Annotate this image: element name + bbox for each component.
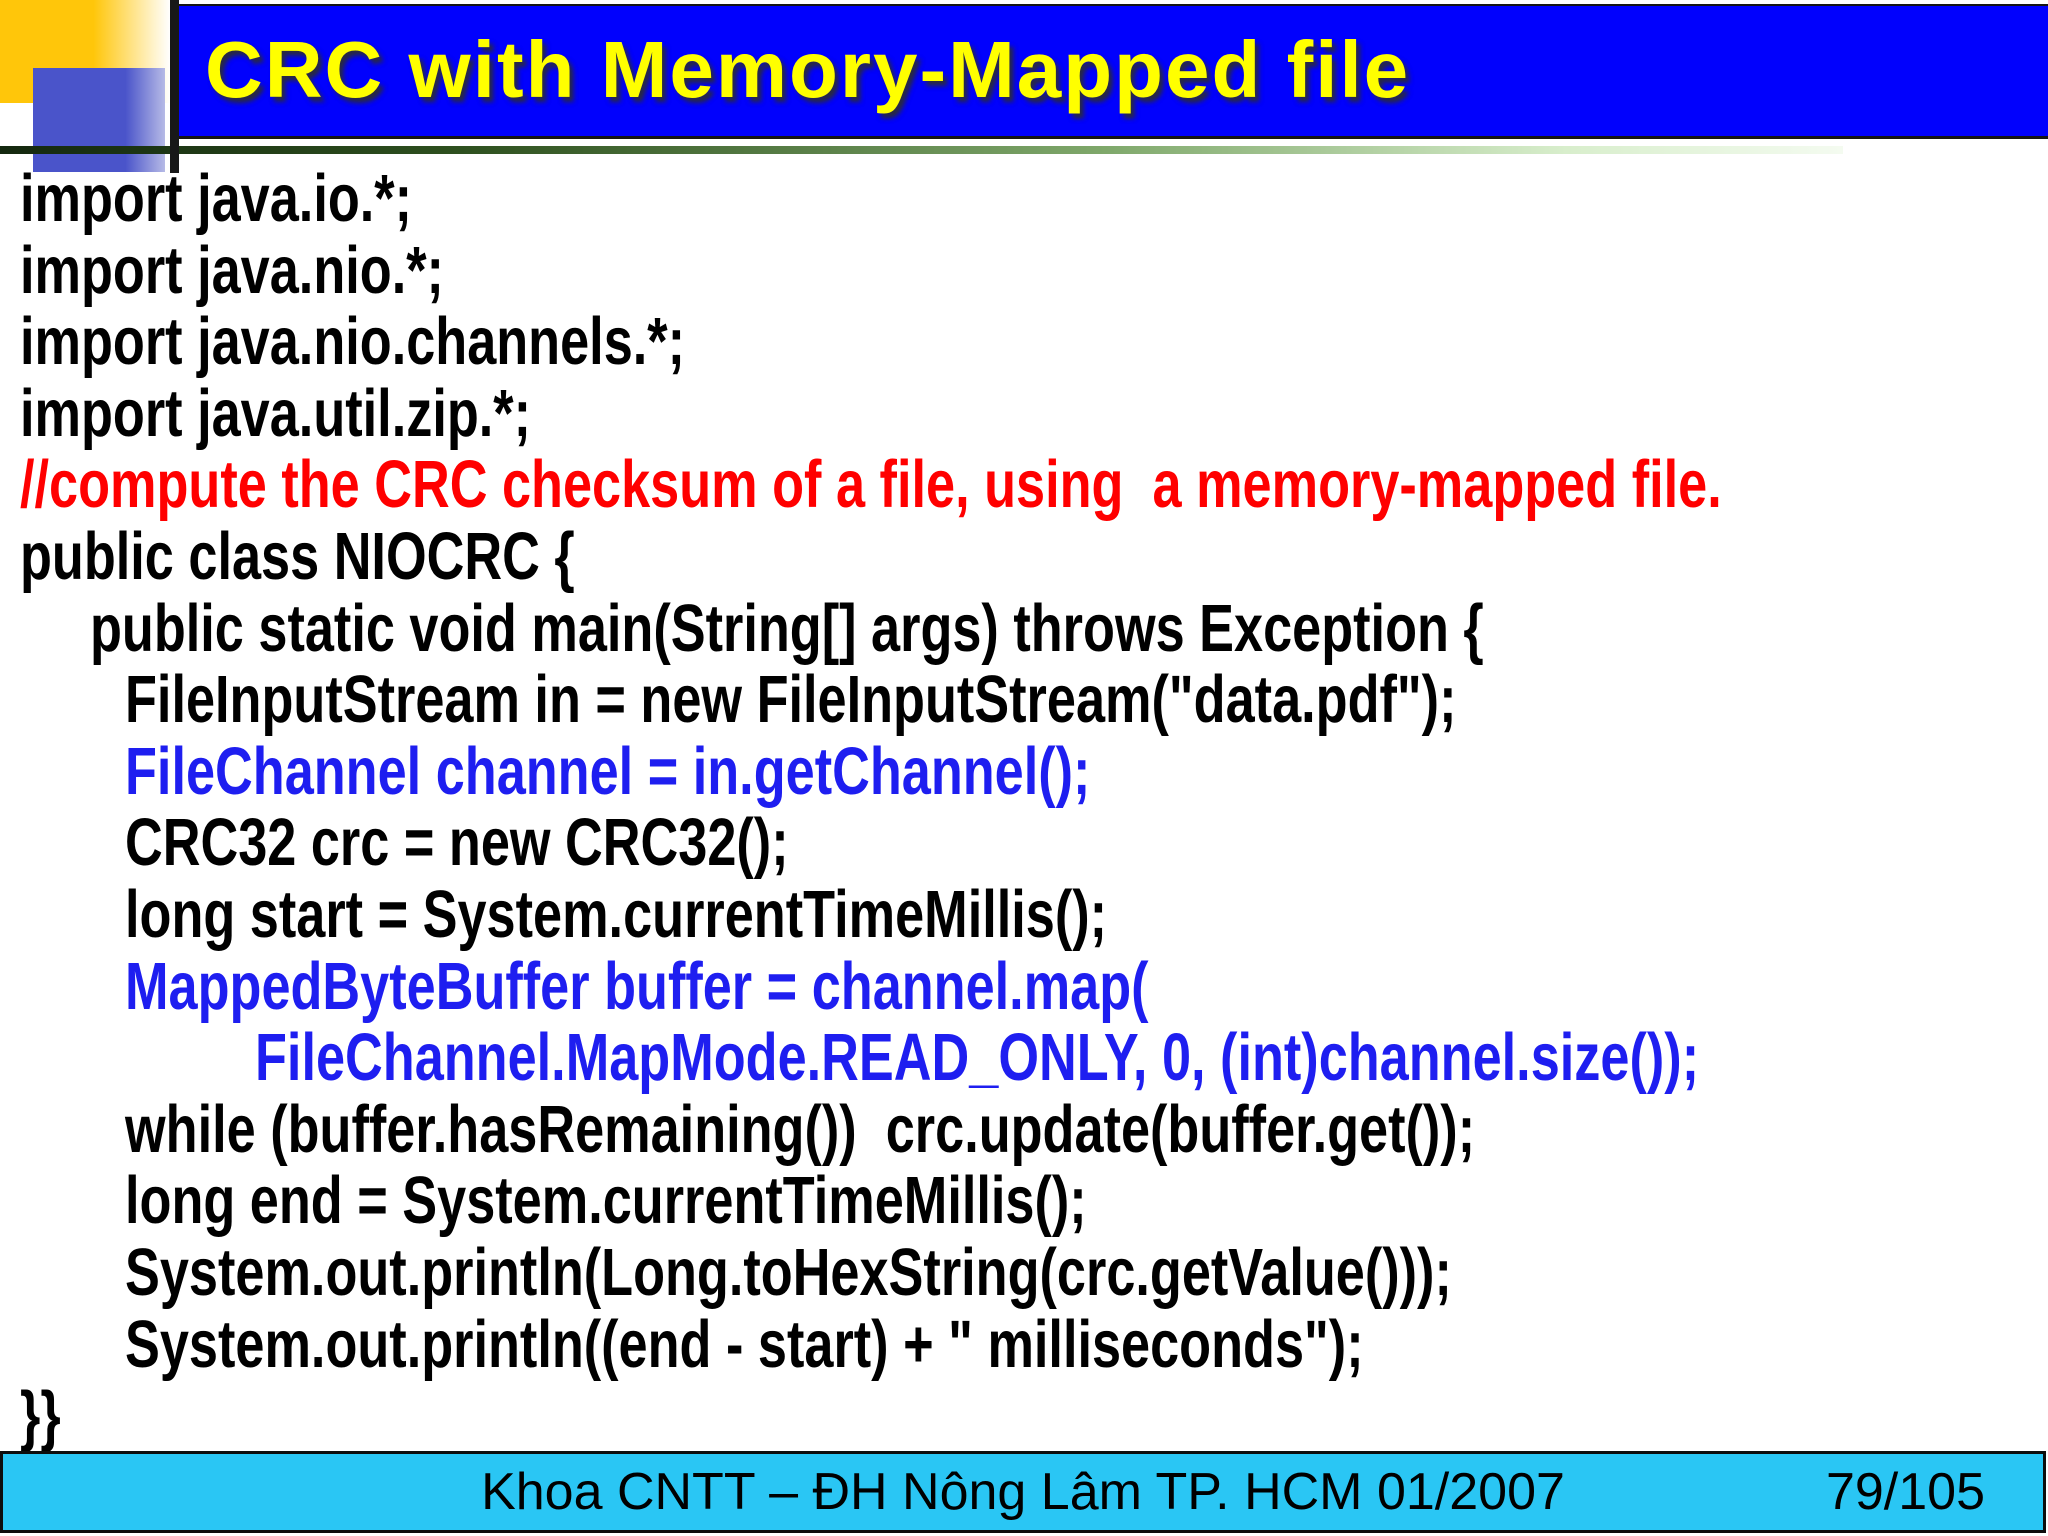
decoration-green-rule [0, 146, 1843, 154]
code-line-text: System.out.println(Long.toHexString(crc.… [125, 1234, 1452, 1310]
code-line-text: //compute the CRC checksum of a file, us… [20, 447, 1722, 523]
footer-bar: Khoa CNTT – ĐH Nông Lâm TP. HCM 01/2007 … [0, 1451, 2046, 1533]
code-line: MappedByteBuffer buffer = channel.map( [0, 948, 2048, 1024]
code-line: System.out.println((end - start) + " mil… [0, 1306, 2048, 1382]
slide-title: CRC with Memory-Mapped file [205, 25, 1411, 114]
code-line-text: }} [20, 1378, 61, 1454]
code-line: FileChannel.MapMode.READ_ONLY, 0, (int)c… [0, 1022, 2048, 1094]
code-line: public class NIOCRC { [0, 521, 2048, 593]
code-line-text: import java.nio.*; [20, 232, 444, 308]
code-line-text: public class NIOCRC { [20, 518, 575, 594]
code-line-text: long end = System.currentTimeMillis(); [125, 1163, 1087, 1239]
code-line-text: CRC32 crc = new CRC32(); [125, 805, 789, 881]
code-line-text: import java.io.*; [20, 161, 413, 236]
decoration-blue-square [33, 68, 165, 172]
code-line: //compute the CRC checksum of a file, us… [0, 449, 2048, 521]
code-line-text: long start = System.currentTimeMillis(); [125, 876, 1108, 952]
code-line-text: FileChannel channel = in.getChannel(); [125, 733, 1091, 809]
code-line: public static void main(String[] args) t… [0, 590, 2048, 666]
code-line: FileInputStream in = new FileInputStream… [0, 664, 2048, 736]
code-line: long end = System.currentTimeMillis(); [0, 1165, 2048, 1237]
code-line-text: FileChannel.MapMode.READ_ONLY, 0, (int)c… [255, 1020, 1700, 1096]
code-line-text: MappedByteBuffer buffer = channel.map( [125, 948, 1149, 1024]
code-line: import java.nio.*; [0, 232, 2048, 308]
code-line: long start = System.currentTimeMillis(); [0, 879, 2048, 951]
code-line: while (buffer.hasRemaining()) crc.update… [0, 1094, 2048, 1166]
code-line-text: while (buffer.hasRemaining()) crc.update… [125, 1091, 1476, 1167]
code-line-text: import java.nio.channels.*; [20, 304, 686, 380]
code-line-text: import java.util.zip.*; [20, 375, 532, 451]
page-number: 79/105 [1825, 1463, 1985, 1521]
code-line: import java.nio.channels.*; [0, 306, 2048, 378]
code-line: FileChannel channel = in.getChannel(); [0, 736, 2048, 808]
slide-title-bar: CRC with Memory-Mapped file [179, 4, 2048, 139]
code-line: CRC32 crc = new CRC32(); [0, 807, 2048, 879]
code-line: import java.util.zip.*; [0, 378, 2048, 450]
code-block: import java.io.*;import java.nio.*;impor… [0, 163, 2048, 1452]
code-line-text: System.out.println((end - start) + " mil… [125, 1306, 1364, 1382]
code-line-text: FileInputStream in = new FileInputStream… [125, 662, 1457, 738]
decoration-vertical-line [170, 0, 179, 173]
footer-text: Khoa CNTT – ĐH Nông Lâm TP. HCM 01/2007 [481, 1463, 1565, 1521]
code-line-text: public static void main(String[] args) t… [90, 590, 1484, 666]
code-line: import java.io.*; [0, 163, 2048, 235]
code-line: }} [0, 1380, 2048, 1452]
code-line: System.out.println(Long.toHexString(crc.… [0, 1237, 2048, 1309]
